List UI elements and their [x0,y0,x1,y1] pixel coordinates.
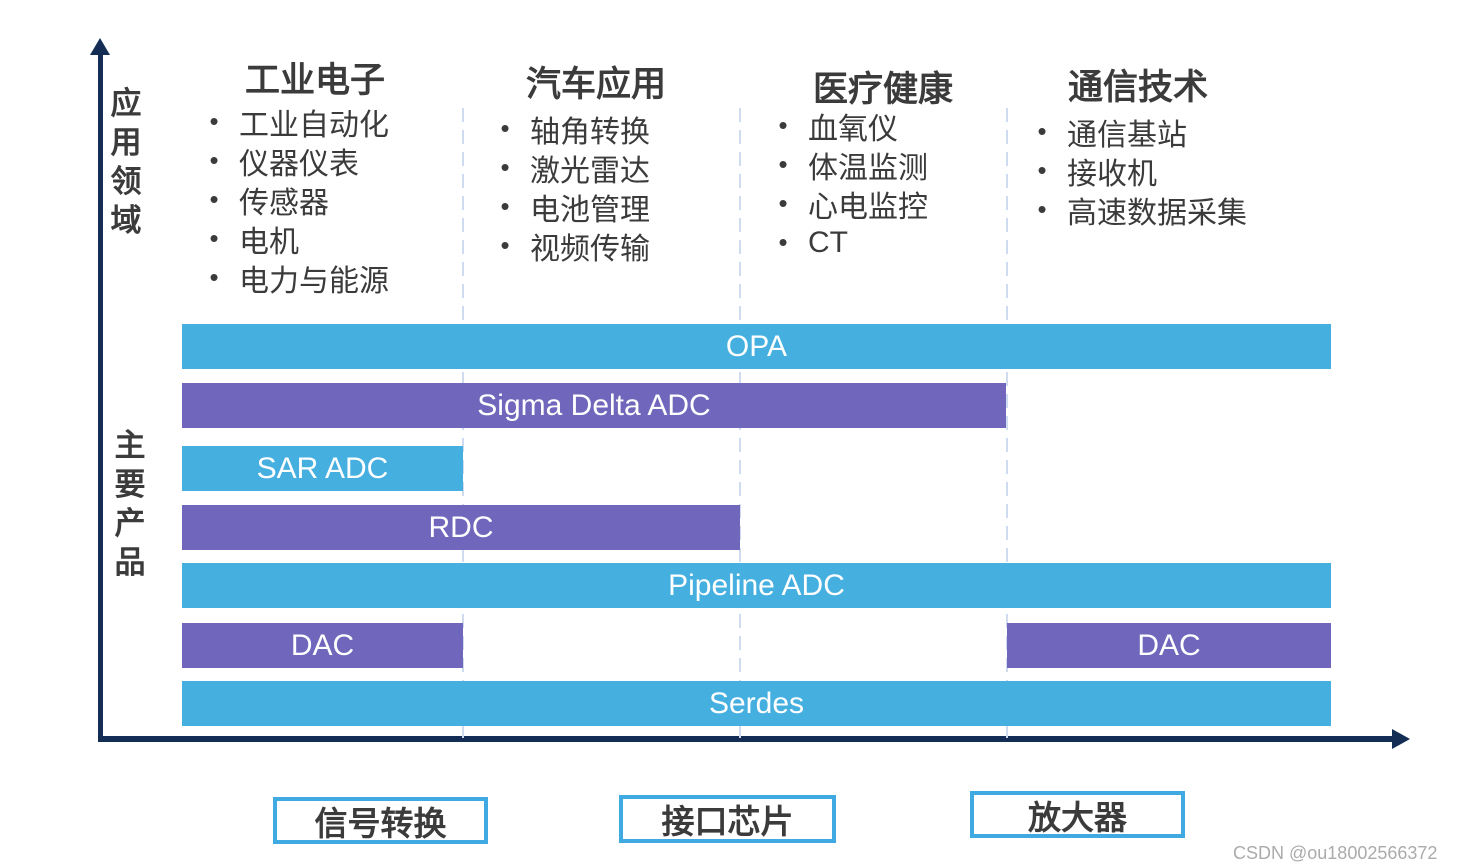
tag-interface-chip: 接口芯片 [619,795,836,843]
bar-dac-left: DAC [182,623,463,668]
bar-dac-right: DAC [1007,623,1331,668]
bullet-icon: • [500,191,510,221]
list-item-label: 轴角转换 [530,115,650,149]
list-item: • 仪器仪表 [204,141,389,181]
bullet-icon: • [1037,116,1047,146]
list-item-label: 血氧仪 [808,112,898,146]
y-axis-line [98,52,103,740]
list-item-label: 高速数据采集 [1067,196,1247,230]
list-item-label: 通信基站 [1067,118,1187,152]
column-list-automotive: • 轴角转换 • 激光雷达 • 电池管理 • 视频传输 [495,109,650,266]
column-list-industrial: • 工业自动化 • 仪器仪表 • 传感器 • 电机 • 电力与能源 [204,102,389,298]
list-item-label: 接收机 [1067,157,1157,191]
list-item: • 体温监测 [773,145,928,185]
bar-sar-adc: SAR ADC [182,446,463,491]
list-item: • 工业自动化 [204,102,389,142]
list-item-label: 视频传输 [530,232,650,266]
bullet-icon: • [778,227,788,257]
column-list-communication: • 通信基站 • 接收机 • 高速数据采集 [1032,112,1247,230]
tag-signal-conversion: 信号转换 [273,797,488,844]
y-axis-label-main-products: 主要产品 [114,428,146,580]
bullet-icon: • [500,230,510,260]
bullet-icon: • [209,262,219,292]
bullet-icon: • [778,110,788,140]
bullet-icon: • [500,152,510,182]
list-item: • 电池管理 [495,187,650,227]
bar-pipeline-adc: Pipeline ADC [182,563,1331,608]
list-item-label: 传感器 [239,186,329,220]
bullet-icon: • [1037,155,1047,185]
list-item: • 接收机 [1032,151,1247,191]
list-item: • 电力与能源 [204,258,389,298]
bullet-icon: • [778,149,788,179]
y-axis-label-application-domain: 应用领域 [110,86,142,238]
x-axis-line [98,736,1394,742]
list-item: • 心电监控 [773,184,928,224]
list-item-label: 体温监测 [808,151,928,185]
bar-sigma-delta-adc: Sigma Delta ADC [182,383,1006,428]
list-item-label: 工业自动化 [239,108,389,142]
list-item: • 传感器 [204,180,389,220]
column-header-industrial: 工业电子 [244,61,385,100]
bar-serdes: Serdes [182,681,1331,726]
column-list-medical: • 血氧仪 • 体温监测 • 心电监控 • CT [773,106,928,262]
bar-opa: OPA [182,324,1331,369]
list-item: • 激光雷达 [495,148,650,188]
list-item: • 血氧仪 [773,106,928,146]
y-axis-arrowhead-icon [90,38,110,55]
bullet-icon: • [778,188,788,218]
column-header-communication: 通信技术 [1067,68,1208,107]
watermark: CSDN @ou18002566372 [1233,843,1438,863]
bullet-icon: • [209,184,219,214]
bar-rdc: RDC [182,505,740,550]
list-item-label: 电机 [239,225,299,259]
bullet-icon: • [209,106,219,136]
bullet-icon: • [500,113,510,143]
column-header-medical: 医疗健康 [812,70,953,109]
tag-amplifier: 放大器 [970,791,1185,838]
list-item: • 轴角转换 [495,109,650,149]
column-divider [1006,108,1008,738]
list-item-label: CT [808,225,848,259]
x-axis-arrowhead-icon [1392,729,1410,749]
list-item-label: 心电监控 [808,190,928,224]
bullet-icon: • [1037,194,1047,224]
list-item: • 通信基站 [1032,112,1247,152]
list-item-label: 仪器仪表 [239,147,359,181]
list-item-label: 激光雷达 [530,154,650,188]
list-item: • 视频传输 [495,226,650,266]
list-item-label: 电池管理 [530,193,650,227]
list-item: • 高速数据采集 [1032,190,1247,230]
column-header-automotive: 汽车应用 [525,65,666,104]
list-item: • 电机 [204,219,389,259]
list-item: • CT [773,223,928,262]
list-item-label: 电力与能源 [239,264,389,298]
bullet-icon: • [209,223,219,253]
bullet-icon: • [209,145,219,175]
